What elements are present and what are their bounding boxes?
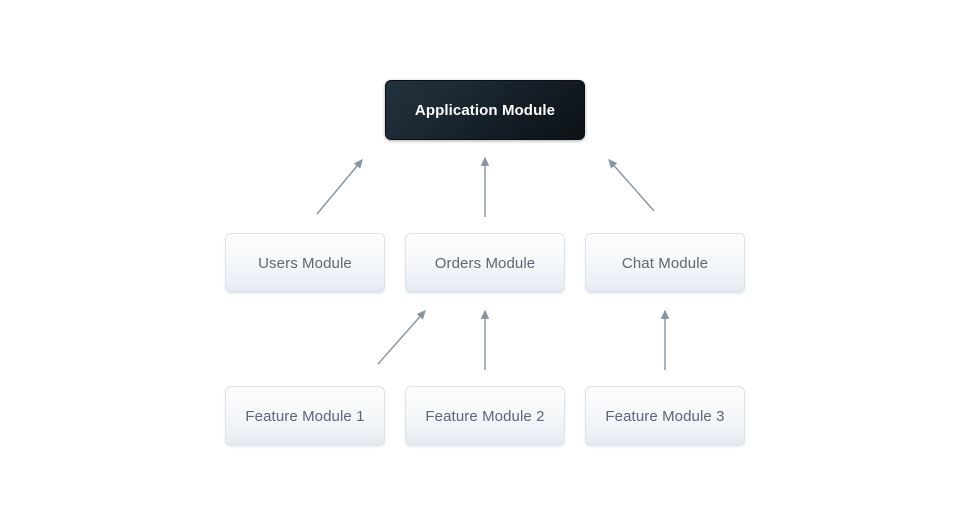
node-label-feature-module-1: Feature Module 1	[245, 407, 365, 425]
node-label-chat-module: Chat Module	[621, 254, 709, 272]
arrow-chat-to-application	[608, 159, 655, 212]
arrow-users-to-application	[316, 159, 363, 215]
node-label-feature-module-2: Feature Module 2	[425, 407, 545, 425]
node-users-module[interactable]: Users Module	[225, 233, 385, 293]
node-feature-module-3[interactable]: Feature Module 3	[585, 386, 745, 446]
node-label-feature-module-3: Feature Module 3	[605, 407, 725, 425]
node-chat-module[interactable]: Chat Module	[585, 233, 745, 293]
node-label-orders-module: Orders Module	[434, 254, 536, 272]
node-orders-module[interactable]: Orders Module	[405, 233, 565, 293]
node-label-application-module: Application Module	[414, 101, 556, 119]
node-feature-module-1[interactable]: Feature Module 1	[225, 386, 385, 446]
node-feature-module-2[interactable]: Feature Module 2	[405, 386, 565, 446]
node-application-module[interactable]: Application Module	[385, 80, 585, 140]
node-label-users-module: Users Module	[258, 254, 352, 272]
arrow-feature1-to-users	[377, 310, 426, 365]
